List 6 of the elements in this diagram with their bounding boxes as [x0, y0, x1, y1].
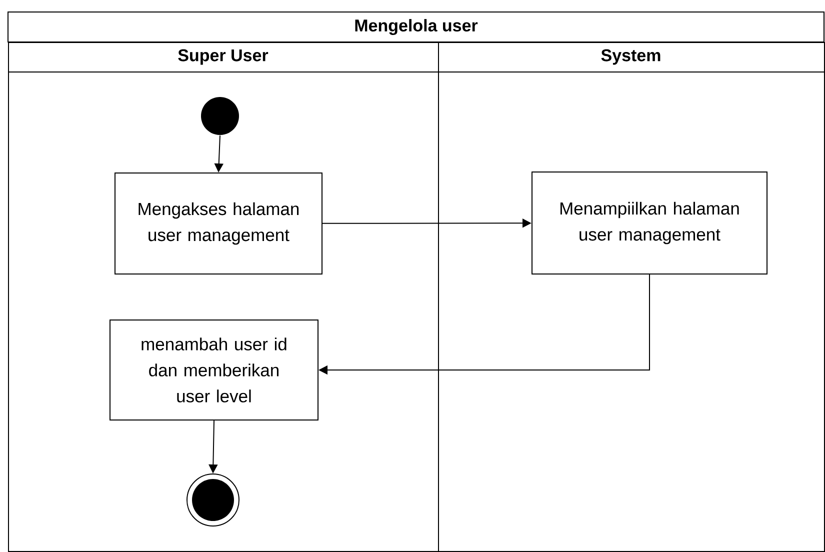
activity-box: Mengakses halaman user management: [114, 172, 322, 274]
end-node: [186, 474, 240, 526]
pool-header: Mengelola user: [8, 12, 824, 42]
activity-box: menambah user id dan memberikan user level: [110, 320, 318, 420]
activity-box: Menampiilkan halaman user management: [532, 172, 768, 274]
start-node: [201, 97, 239, 135]
